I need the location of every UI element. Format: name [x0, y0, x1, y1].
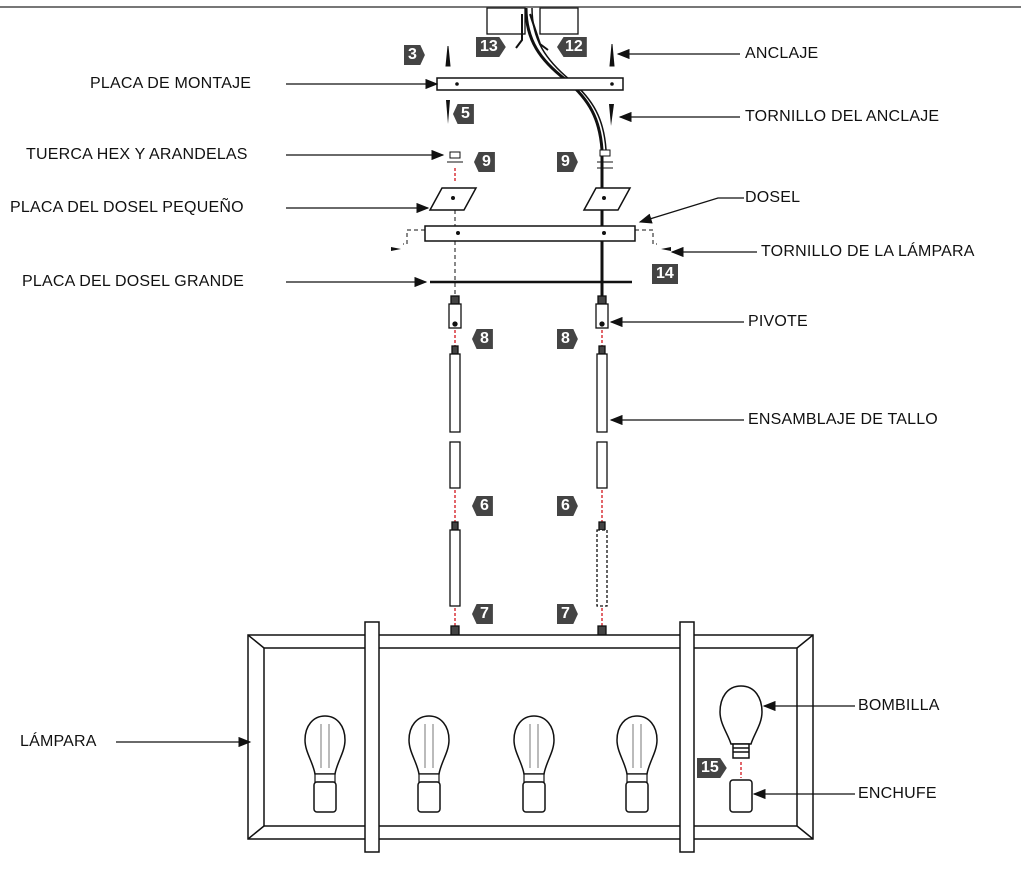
canopy-drawing [391, 225, 671, 251]
step-badge-14: 14 [652, 264, 678, 284]
detached-bulb-drawing [719, 685, 763, 813]
label-canopy: DOSEL [745, 189, 801, 206]
mounting-plate-drawing [436, 77, 624, 91]
label-fixture: LÁMPARA [20, 733, 97, 750]
step-badge-3: 3 [404, 45, 425, 65]
label-hex-nut: TUERCA HEX Y ARANDELAS [26, 146, 248, 163]
step-badge-8a: 8 [472, 329, 493, 349]
step-badge-8b: 8 [557, 329, 578, 349]
step-badge-6b: 6 [557, 496, 578, 516]
hex-nut-drawing [447, 151, 463, 182]
step-badge-9b: 9 [557, 152, 578, 172]
step-badge-7a: 7 [472, 604, 493, 624]
step-badge-9a: 9 [474, 152, 495, 172]
anchor-drawing [445, 43, 615, 67]
step-badge-7b: 7 [557, 604, 578, 624]
label-stem-assembly: ENSAMBLAJE DE TALLO [748, 411, 938, 428]
pivot-drawing [448, 295, 609, 329]
anchor-screw-drawing [446, 100, 614, 126]
label-fixture-screw: TORNILLO DE LA LÁMPARA [761, 243, 975, 260]
step-badge-6a: 6 [472, 496, 493, 516]
leader-lines [116, 48, 855, 800]
label-anchor: ANCLAJE [745, 45, 819, 62]
label-socket: ENCHUFE [858, 785, 937, 802]
step-badge-15: 15 [697, 758, 727, 778]
junction-box-drawing [486, 7, 579, 35]
label-bulb: BOMBILLA [858, 697, 940, 714]
step-badge-12: 12 [557, 37, 587, 57]
step-badge-5: 5 [453, 104, 474, 124]
label-large-canopy-plate: PLACA DEL DOSEL GRANDE [22, 273, 244, 290]
label-small-canopy-plate: PLACA DEL DOSEL PEQUEÑO [10, 199, 244, 216]
label-anchor-screw: TORNILLO DEL ANCLAJE [745, 108, 940, 125]
label-mounting-plate: PLACA DE MONTAJE [90, 75, 252, 92]
label-pivot: PIVOTE [748, 313, 808, 330]
stem-drawing [449, 330, 608, 636]
step-badge-13: 13 [476, 37, 506, 57]
